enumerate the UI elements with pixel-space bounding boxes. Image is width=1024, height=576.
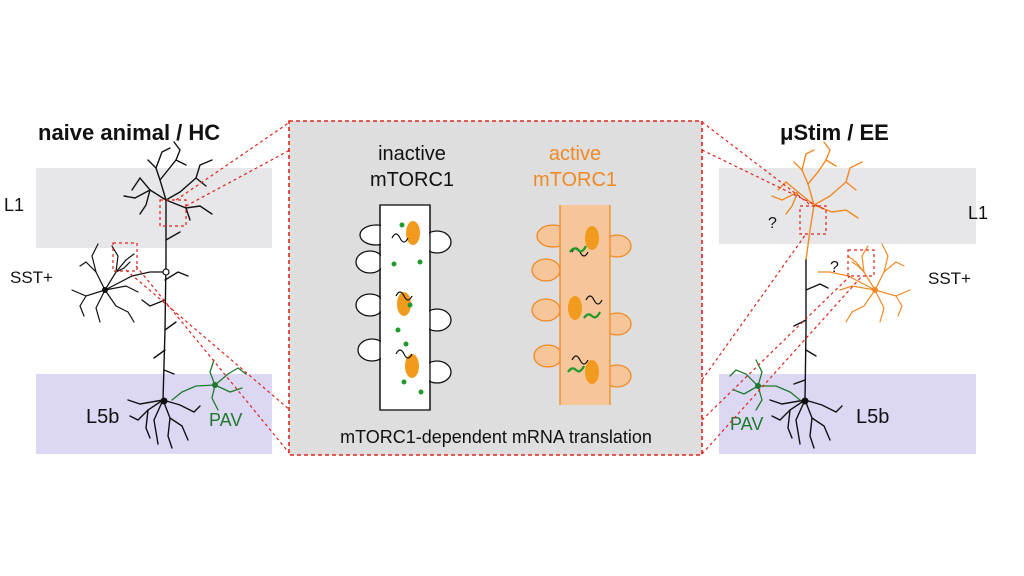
active-mrna bbox=[571, 355, 589, 365]
right-pav-interneuron bbox=[729, 359, 801, 411]
active-ribosome bbox=[585, 360, 599, 384]
left-sst-soma bbox=[102, 287, 108, 293]
left-zoom-box-apical bbox=[159, 199, 187, 227]
left-panel: naive animal / HC L1 SST+ L5b PAV bbox=[4, 120, 272, 454]
right-pyramidal-soma bbox=[801, 397, 809, 405]
left-pav-interneuron bbox=[171, 359, 247, 411]
center-panel: inactive mTORC1 active mTORC1 bbox=[288, 120, 703, 456]
left-panel-title: naive animal / HC bbox=[38, 120, 220, 145]
right-pav-soma bbox=[755, 383, 761, 389]
right-question-mark-sst: ? bbox=[830, 259, 839, 276]
inactive-mrna bbox=[395, 349, 413, 359]
active-ribosome bbox=[585, 226, 599, 250]
right-question-mark-apical: ? bbox=[768, 215, 777, 232]
inactive-protein bbox=[418, 389, 424, 395]
left-pyramidal-neuron bbox=[123, 141, 213, 449]
left-layer-l1-label: L1 bbox=[4, 195, 24, 215]
inactive-protein bbox=[401, 379, 407, 385]
right-zoom-lines bbox=[701, 121, 863, 455]
inactive-ribosome bbox=[406, 221, 420, 245]
right-layer-l1-band bbox=[719, 168, 976, 244]
inactive-ribosome bbox=[405, 354, 419, 378]
inactive-label-line2: mTORC1 bbox=[370, 169, 454, 191]
active-dendrite bbox=[531, 205, 632, 405]
left-sst-interneuron bbox=[71, 243, 167, 323]
inactive-dendrite bbox=[355, 204, 452, 411]
left-sst-label: SST+ bbox=[10, 268, 53, 287]
center-panel-background bbox=[288, 120, 703, 456]
left-layer-l1-band bbox=[36, 168, 272, 248]
right-pyramidal-neuron bbox=[769, 259, 843, 449]
active-label-line1: active bbox=[549, 143, 601, 165]
active-mrna bbox=[585, 295, 603, 305]
right-layer-l1-label: L1 bbox=[968, 203, 988, 223]
left-layer-l5b-label: L5b bbox=[86, 406, 119, 428]
left-pyramidal-soma bbox=[160, 397, 168, 405]
inactive-protein bbox=[407, 302, 413, 308]
active-ribosome bbox=[568, 296, 582, 320]
left-pav-soma bbox=[212, 382, 218, 388]
right-sst-soma bbox=[872, 287, 878, 293]
inactive-mrna bbox=[391, 233, 409, 243]
active-spine bbox=[531, 258, 561, 282]
active-protein-chain bbox=[583, 311, 601, 319]
right-zoom-box-sst bbox=[847, 249, 875, 277]
inactive-ribosome bbox=[397, 292, 411, 316]
left-pav-label: PAV bbox=[209, 410, 242, 430]
inactive-label-line1: inactive bbox=[378, 143, 446, 165]
inactive-mrna bbox=[395, 291, 413, 301]
active-protein-chain bbox=[569, 245, 587, 253]
inactive-protein bbox=[399, 222, 405, 228]
inactive-protein bbox=[395, 327, 401, 333]
right-pav-label: PAV bbox=[730, 414, 763, 434]
inactive-protein bbox=[417, 259, 423, 265]
right-zoom-box-apical bbox=[799, 205, 827, 235]
left-zoom-lines bbox=[125, 121, 291, 455]
right-panel: μStim / EE L1 SST+ L5b PAV ? ? bbox=[719, 120, 988, 454]
right-layer-l5b-label: L5b bbox=[856, 406, 889, 428]
right-panel-title: μStim / EE bbox=[780, 120, 889, 145]
active-dendrite-shaft bbox=[560, 205, 610, 405]
right-sst-interneuron bbox=[817, 243, 911, 323]
left-sst-axon-bouton bbox=[162, 268, 170, 276]
center-caption: mTORC1-dependent mRNA translation bbox=[340, 427, 652, 447]
inactive-protein bbox=[391, 261, 397, 267]
active-label-line2: mTORC1 bbox=[533, 169, 617, 191]
left-zoom-box-sst bbox=[112, 242, 138, 272]
active-spine bbox=[531, 298, 561, 322]
right-sst-label: SST+ bbox=[928, 269, 971, 288]
active-protein-chain bbox=[567, 365, 585, 373]
right-layer-l5b-band bbox=[719, 374, 976, 454]
active-spine bbox=[533, 344, 563, 368]
inactive-protein bbox=[403, 341, 409, 347]
right-pyramidal-apical-tuft bbox=[771, 141, 863, 261]
left-layer-l5b-band bbox=[36, 374, 272, 454]
